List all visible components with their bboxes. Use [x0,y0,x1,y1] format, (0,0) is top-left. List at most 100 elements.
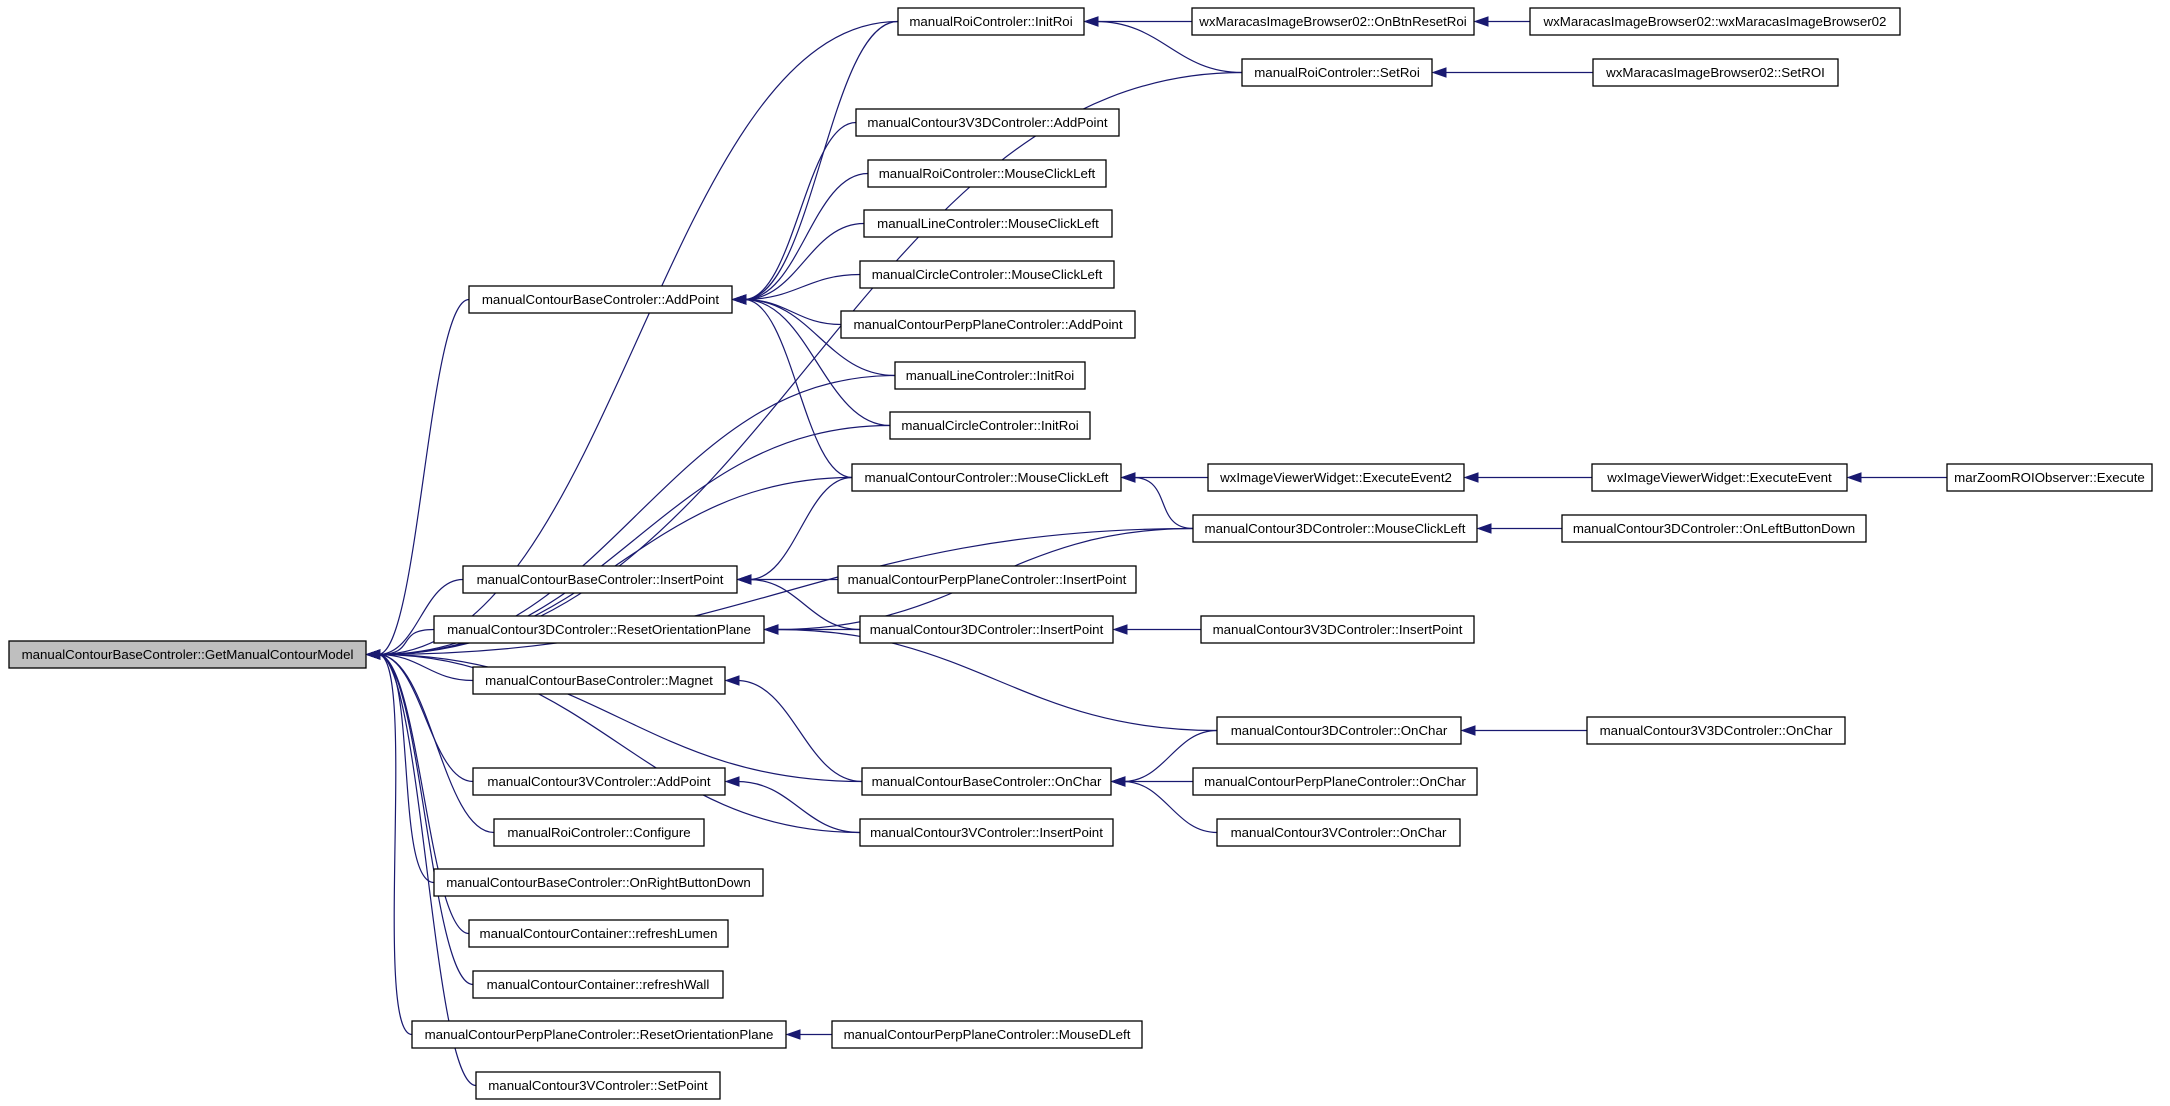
graph-node[interactable]: manualContour3V3DControler::InsertPoint [1200,615,1475,644]
graph-edge-line [377,653,435,884]
graph-node[interactable]: manualCircleControler::MouseClickLeft [859,260,1115,289]
graph-node[interactable]: manualRoiControler::Configure [493,818,705,847]
graph-edge-line [1122,780,1218,834]
graph-edge-line [377,298,470,656]
graph-edge [1083,16,1243,74]
graph-node-label: manualContourContainer::refreshWall [487,977,710,992]
graph-edge-line [377,653,861,834]
graph-node[interactable]: manualContour3DControler::OnLeftButtonDo… [1561,514,1867,543]
graph-node[interactable]: wxImageViewerWidget::ExecuteEvent [1591,463,1848,492]
graph-node[interactable]: manualContourBaseControler::InsertPoint [462,565,738,594]
graph-node[interactable]: manualRoiControler::SetRoi [1241,58,1433,87]
graph-edge-arrowhead [1083,16,1099,27]
graph-node-label: manualContourBaseControler::AddPoint [482,292,720,307]
graph-node-box [889,411,1091,440]
graph-edge-line [377,653,474,986]
graph-node[interactable]: manualContourPerpPlaneControler::MouseDL… [831,1020,1143,1049]
graph-edge-arrowhead [731,294,747,305]
graph-edge-line [377,653,495,834]
graph-node[interactable]: manualCircleControler::InitRoi [889,411,1091,440]
graph-edge-line [377,628,435,656]
graph-node-box [1216,716,1462,745]
graph-edge-line [743,298,842,326]
graph-node[interactable]: manualContour3VControler::InsertPoint [859,818,1114,847]
graph-node[interactable]: manualContourControler::MouseClickLeft [851,463,1122,492]
graph-node-box [1216,818,1461,847]
graph-node[interactable]: manualContourContainer::refreshWall [472,970,724,999]
graph-node-box [462,565,738,594]
graph-node[interactable]: manualContour3DControler::OnChar [1216,716,1462,745]
graph-edge-line [743,298,853,479]
graph-node-box [411,1020,787,1049]
graph-node[interactable]: manualContourBaseControler::OnRightButto… [433,868,764,897]
graph-edge [1846,472,1947,483]
graph-node-label: wxImageViewerWidget::ExecuteEvent2 [1219,470,1452,485]
graph-node[interactable]: manualContourPerpPlaneControler::AddPoin… [840,310,1136,339]
graph-edge [724,675,863,783]
graph-node[interactable]: manualContourBaseControler::GetManualCon… [8,640,367,669]
graph-node[interactable]: manualContour3VControler::SetPoint [475,1071,721,1100]
graph-node[interactable]: manualContourContainer::refreshLumen [468,919,729,948]
graph-node[interactable]: manualContour3VControler::AddPoint [472,767,726,796]
graph-node[interactable]: manualRoiControler::MouseClickLeft [867,159,1107,188]
graph-edge-line [1095,20,1243,74]
graph-node-box [837,565,1137,594]
graph-node[interactable]: manualContour3VControler::OnChar [1216,818,1461,847]
graph-edge-arrowhead [365,649,381,660]
graph-edge-line [743,121,857,301]
graph-node[interactable]: manualLineControler::InitRoi [894,361,1086,390]
graph-node[interactable]: wxMaracasImageBrowser02::wxMaracasImageB… [1529,7,1901,36]
graph-edge [1460,725,1588,736]
graph-node[interactable]: wxMaracasImageBrowser02::OnBtnResetRoi [1191,7,1475,36]
graph-node[interactable]: manualRoiControler::InitRoi [897,7,1085,36]
graph-edge-arrowhead [763,624,779,635]
graph-node-label: wxMaracasImageBrowser02::SetROI [1605,65,1825,80]
graph-node-box [859,260,1115,289]
graph-node[interactable]: wxMaracasImageBrowser02::SetROI [1592,58,1839,87]
graph-node[interactable]: manualContourBaseControler::OnChar [861,767,1112,796]
graph-edge-line [377,653,474,682]
graph-edge [365,298,470,660]
graph-node-label: manualContourPerpPlaneControler::AddPoin… [853,317,1122,332]
graph-node-label: manualLineControler::InitRoi [906,368,1075,383]
graph-edge [724,776,861,834]
graph-node-box [1241,58,1433,87]
graph-node-label: manualContour3DControler::MouseClickLeft [1205,521,1466,536]
graph-node-label: manualContour3VControler::AddPoint [487,774,711,789]
graph-node[interactable]: manualContourPerpPlaneControler::OnChar [1192,767,1478,796]
graph-node[interactable]: manualLineControler::MouseClickLeft [863,209,1113,238]
graph-node-label: manualLineControler::MouseClickLeft [877,216,1099,231]
graph-edge-arrowhead [1463,472,1479,483]
node-layer: manualContourBaseControler::GetManualCon… [8,7,2153,1100]
graph-node-box [472,666,726,695]
graph-node-box [1591,463,1848,492]
graph-node-box [831,1020,1143,1049]
graph-node[interactable]: manualContour3DControler::MouseClickLeft [1192,514,1478,543]
graph-edge [785,1029,832,1040]
graph-node-label: manualContour3VControler::OnChar [1231,825,1447,840]
graph-node[interactable]: manualContourPerpPlaneControler::InsertP… [837,565,1137,594]
graph-node[interactable]: manualContourBaseControler::AddPoint [468,285,733,314]
graph-edge [1431,67,1593,78]
graph-edge [1112,624,1202,635]
graph-node-label: manualCircleControler::MouseClickLeft [872,267,1103,282]
graph-edge-line [748,476,853,581]
graph-node[interactable]: manualContour3V3DControler::OnChar [1586,716,1846,745]
graph-node-label: manualRoiControler::InitRoi [909,14,1072,29]
graph-node[interactable]: manualContour3V3DControler::AddPoint [855,108,1120,137]
graph-node[interactable]: wxImageViewerWidget::ExecuteEvent2 [1207,463,1465,492]
graph-node[interactable]: marZoomROIObserver::Execute [1946,463,2153,492]
graph-node-label: manualRoiControler::Configure [507,825,690,840]
graph-node-box [475,1071,721,1100]
graph-node-label: marZoomROIObserver::Execute [1954,470,2145,485]
graph-node[interactable]: manualContour3DControler::InsertPoint [859,615,1114,644]
graph-edge [1110,776,1218,834]
graph-node[interactable]: manualContourPerpPlaneControler::ResetOr… [411,1020,787,1049]
graph-node[interactable]: manualContour3DControler::ResetOrientati… [433,615,765,644]
graph-node-label: wxMaracasImageBrowser02::OnBtnResetRoi [1198,14,1467,29]
graph-node[interactable]: manualContourBaseControler::Magnet [472,666,726,695]
graph-node-box [1586,716,1846,745]
graph-edge-line [743,20,899,301]
graph-edge-line [736,679,863,783]
graph-edge-arrowhead [1120,472,1136,483]
